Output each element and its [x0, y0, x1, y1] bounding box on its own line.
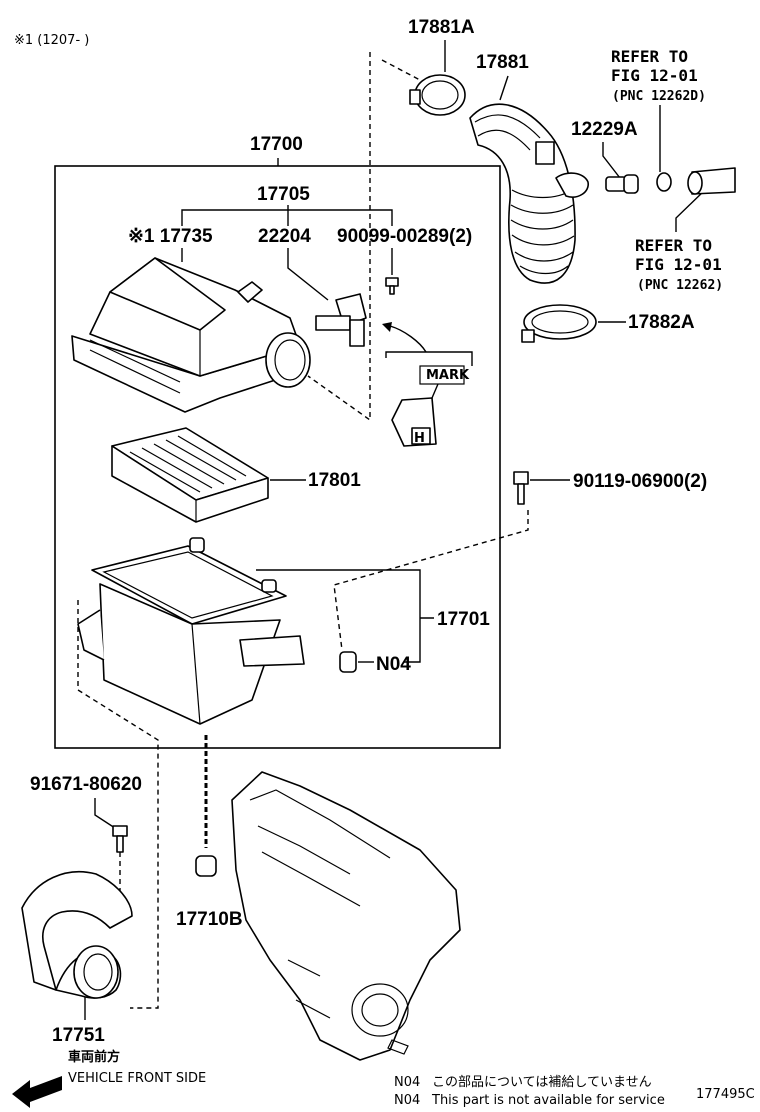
ref-top-line2[interactable]: FIG 12-01 [611, 66, 698, 85]
screw-90099[interactable] [385, 277, 399, 295]
airflow-meter-22204[interactable] [315, 293, 367, 347]
bolt-90119[interactable] [513, 471, 529, 505]
hose-17881[interactable] [469, 103, 589, 284]
ref-top-line1[interactable]: REFER TO [611, 47, 688, 66]
footnote-en-text: This part is not available for service [431, 1093, 665, 1108]
mark-label: MARK [426, 368, 470, 383]
leader-12229a [602, 142, 621, 179]
mark-letter: H [414, 431, 425, 446]
filter-element-17801[interactable] [111, 427, 269, 523]
front-arrow-icon [12, 1076, 62, 1108]
air-inlet-17751[interactable] [21, 870, 133, 999]
ref-mid-line3[interactable]: (PNC 12262) [637, 278, 723, 293]
leader-17701-bracket [256, 569, 434, 663]
cleaner-cover-17735[interactable] [71, 257, 311, 413]
label-17705[interactable]: 17705 [257, 184, 310, 205]
label-17801[interactable]: 17801 [308, 470, 361, 491]
label-22204[interactable]: 22204 [258, 226, 311, 247]
clamp-17881a[interactable] [409, 74, 466, 116]
ref-top-line3[interactable]: (PNC 12262D) [612, 89, 706, 104]
grommet-17710b[interactable] [195, 855, 217, 877]
label-17710b[interactable]: 17710B [176, 909, 243, 930]
label-17882a[interactable]: 17882A [628, 312, 695, 333]
label-17751[interactable]: 17751 [52, 1025, 105, 1046]
grommet-n04[interactable] [339, 651, 357, 673]
clamp-17882a[interactable] [521, 304, 597, 343]
bolt-91671[interactable] [112, 825, 128, 853]
label-90119-06900[interactable]: 90119-06900(2) [573, 471, 707, 492]
sensor-detail: MARK H [382, 322, 473, 447]
footnote-jp-text: この部品については補給していません [432, 1075, 652, 1090]
figure-id: 177495C [696, 1087, 755, 1102]
label-90099-00289[interactable]: 90099-00289(2) [337, 226, 472, 247]
leader-17705-bracket [181, 205, 393, 226]
label-91671-80620[interactable]: 91671-80620 [30, 774, 142, 795]
leader-ref-mid [675, 189, 706, 232]
pcv-hose-ref [687, 167, 736, 195]
ref-mid-line2[interactable]: FIG 12-01 [635, 255, 722, 274]
front-side-jp: 車両前方 [68, 1049, 120, 1065]
label-17701[interactable]: 17701 [437, 609, 490, 630]
ring-clip [656, 172, 672, 192]
label-17700[interactable]: 17700 [250, 134, 303, 155]
footnote-en-code: N04 [394, 1093, 420, 1108]
dash-duct-to-cleaner [307, 52, 371, 422]
leader-17881 [499, 75, 509, 101]
leader-91671 [94, 798, 119, 831]
nipple-12229a[interactable] [605, 174, 639, 194]
dash-inlet-to-case [77, 600, 159, 1009]
leader-22204 [287, 248, 329, 301]
dash-bolt-to-case [333, 510, 529, 651]
label-n04[interactable]: N04 [376, 654, 411, 675]
label-17881[interactable]: 17881 [476, 52, 529, 73]
label-17881a[interactable]: 17881A [408, 17, 475, 38]
footnote-jp-code: N04 [394, 1075, 420, 1090]
dash-clamp-to-duct [381, 59, 421, 81]
cleaner-case-17701[interactable] [77, 537, 305, 725]
ref-mid-line1[interactable]: REFER TO [635, 236, 712, 255]
remark-applicability: ※1 (1207- ) [14, 33, 89, 48]
label-12229a[interactable]: 12229A [571, 119, 638, 140]
intake-manifold-ref [231, 771, 461, 1061]
label-17735[interactable]: ※1 17735 [128, 226, 213, 247]
front-side-en: VEHICLE FRONT SIDE [68, 1071, 206, 1086]
